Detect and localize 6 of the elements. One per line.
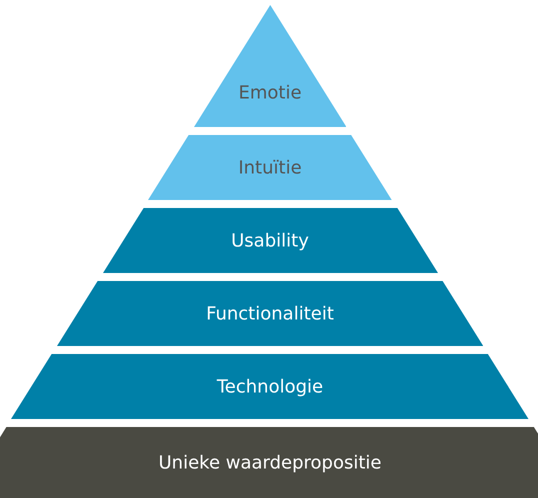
layer-label: Intuïtie — [238, 157, 302, 178]
layer-label: Emotie — [238, 82, 302, 104]
layer-label: Unieke waardepropositie — [158, 452, 382, 473]
layer-label: Functionaliteit — [206, 303, 334, 324]
layer-label: Technologie — [216, 376, 324, 397]
layer-label: Usability — [231, 230, 309, 251]
